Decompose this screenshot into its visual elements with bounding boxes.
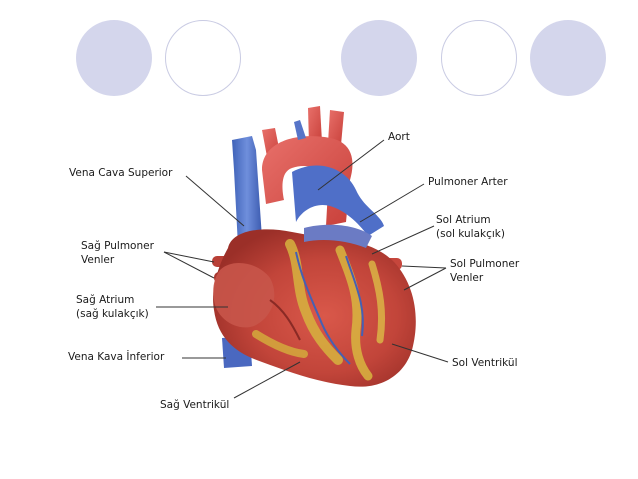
vena-cava-superior <box>232 136 262 246</box>
coronary-vessel-1 <box>295 251 351 365</box>
label-sol-pulmoner-sub: Venler <box>450 272 484 284</box>
coronary-fat-2 <box>335 245 373 381</box>
label-sag-ventrikul: Sağ Ventrikül <box>160 399 230 411</box>
right-atrium <box>213 263 275 328</box>
label-pulmoner-arter: Pulmoner Arter <box>428 176 508 188</box>
decor-circle-3 <box>341 20 417 96</box>
label-sag-atrium-sub: (sağ kulakçık) <box>76 308 149 320</box>
label-sag-atrium: Sağ Atrium <box>76 294 135 306</box>
label-vena-cava-superior: Vena Cava Superior <box>69 167 173 179</box>
coronary-vessel-2 <box>345 255 364 337</box>
label-sag-pulmoner: Sağ Pulmoner <box>81 240 154 252</box>
left-atrium-top <box>304 224 372 248</box>
decor-circle-1 <box>76 20 152 96</box>
leader-lines <box>156 139 449 399</box>
coronary-fat-4 <box>252 330 308 358</box>
decor-circle-4 <box>441 20 517 96</box>
coronary-fat-1 <box>285 239 343 365</box>
vein-branch-top <box>294 120 306 140</box>
coronary-fat-3 <box>368 260 386 344</box>
decor-circle-2 <box>165 20 241 96</box>
label-sol-pulmoner: Sol Pulmoner <box>450 258 520 270</box>
label-sol-atrium-sub: (sol kulakçık) <box>436 228 505 240</box>
aorta-branch-2 <box>308 106 322 144</box>
coronary-vessel-3 <box>269 299 301 341</box>
label-vena-kava-inferior: Vena Kava İnferior <box>68 351 165 363</box>
pulmonary-artery <box>292 165 384 236</box>
label-aort: Aort <box>388 131 410 143</box>
label-sol-ventrikul: Sol Ventrikül <box>452 357 518 369</box>
aorta-branch-3 <box>328 110 344 145</box>
label-sag-pulmoner-sub: Venler <box>81 254 115 266</box>
decor-circle-5 <box>530 20 606 96</box>
label-sol-atrium: Sol Atrium <box>436 214 491 226</box>
